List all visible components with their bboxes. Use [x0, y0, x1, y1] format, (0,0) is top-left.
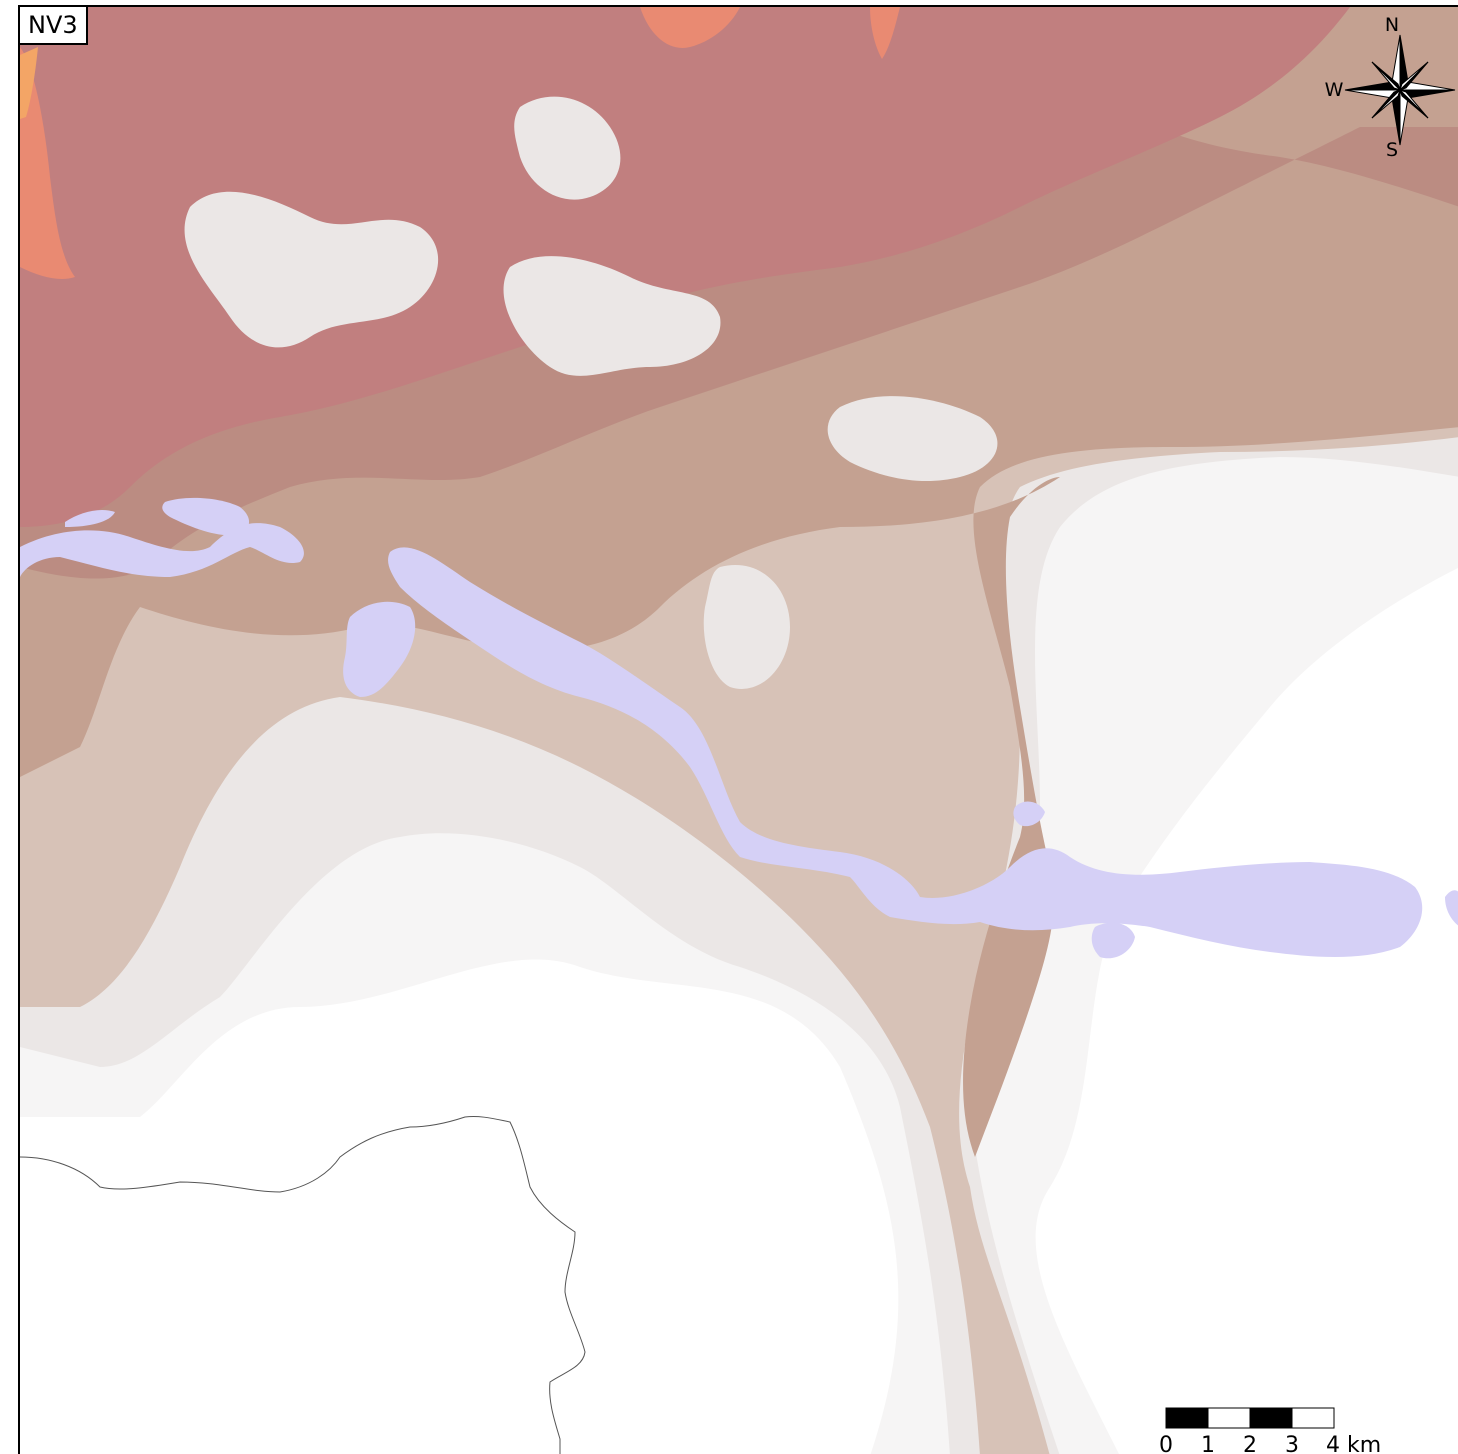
ridge-highland-north — [514, 96, 621, 200]
scale-bar-segments — [1165, 1407, 1335, 1429]
peak-zone-yellow — [20, 47, 38, 119]
compass-south-label: S — [1386, 139, 1398, 160]
ridge-highland-east — [827, 396, 998, 482]
scale-tick-4: 4 km — [1326, 1433, 1381, 1454]
lake-far-east — [1445, 890, 1458, 926]
lake-east-pocket — [1013, 801, 1045, 827]
ridge-highland-south — [703, 565, 790, 689]
high-relief-zone — [20, 7, 1350, 527]
map-frame[interactable] — [18, 5, 1458, 1454]
lake-northwest — [65, 510, 115, 527]
scale-segment-3 — [1249, 1407, 1293, 1429]
scale-tick-3: 3 — [1285, 1433, 1299, 1454]
boundary-line — [20, 1116, 586, 1454]
compass-north-label: N — [1385, 14, 1399, 36]
map-title-label: NV3 — [18, 5, 88, 45]
ridge-highland-west — [184, 191, 439, 348]
scale-bar: 0 1 2 3 4 km — [1159, 1407, 1381, 1454]
ridge-highland-central — [503, 256, 721, 376]
river-braid-west — [343, 601, 416, 697]
river-channel-central — [388, 547, 1423, 957]
scale-tick-2: 2 — [1243, 1433, 1257, 1454]
scale-tick-1: 1 — [1201, 1433, 1215, 1454]
lake-south-inlet — [1091, 922, 1135, 959]
terrain-map[interactable] — [20, 7, 1458, 1454]
scale-segment-4 — [1291, 1407, 1335, 1429]
compass-west-label: W — [1325, 79, 1344, 101]
peak-zone-northeast — [870, 7, 900, 59]
peak-zone-northwest — [20, 47, 75, 279]
compass-rose-icon: N W S — [1325, 14, 1456, 160]
scale-segment-2 — [1207, 1407, 1251, 1429]
lake-north-branch — [162, 497, 250, 536]
compass-star-icon — [1344, 34, 1456, 146]
river-main — [20, 523, 304, 577]
scale-segment-1 — [1165, 1407, 1209, 1429]
scale-tick-0: 0 — [1159, 1433, 1173, 1454]
peak-zone-north — [640, 7, 740, 48]
